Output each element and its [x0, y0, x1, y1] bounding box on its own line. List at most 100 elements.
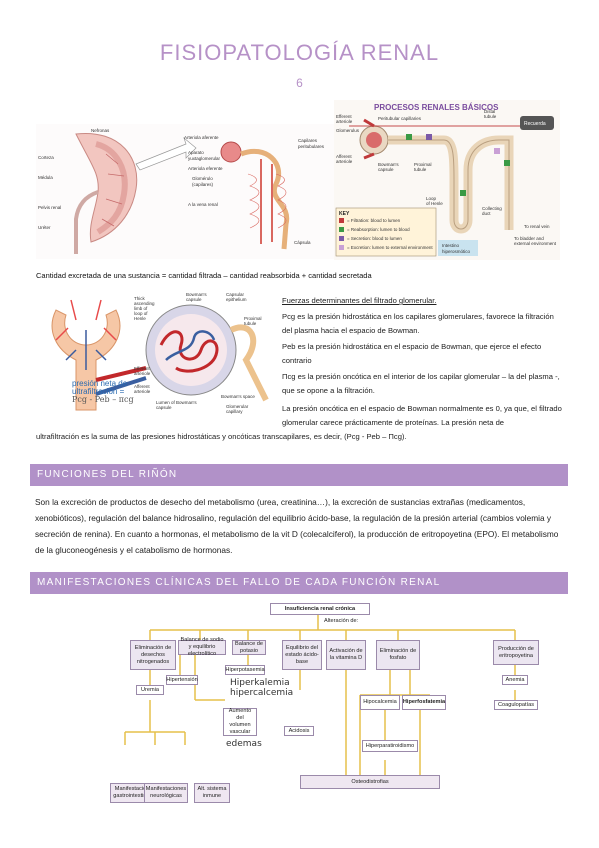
determinants-p1: Pcg es la presión hidrostática en los ca…: [282, 312, 554, 335]
label-proximal: Proximal: [414, 162, 432, 167]
svg-text:(capilares): (capilares): [192, 182, 214, 187]
svg-text:capsule: capsule: [186, 297, 202, 302]
svg-text:arteriole: arteriole: [336, 119, 353, 124]
kidney-illustration: Nefronas Corteza Médula Pelvis renal Uré…: [36, 124, 334, 259]
svg-text:capsule: capsule: [378, 167, 394, 172]
net-ultrafiltration-caption: presión neta de ultrafiltración = Pcg - …: [72, 380, 134, 404]
key-reabsorption: = Reabsorption: lumen to blood: [347, 227, 410, 232]
flow-manifestaciones-neuro: Manifestaciones neurológicas: [144, 783, 188, 803]
label-glomerulo: Glomérulo: [192, 176, 213, 181]
determinants-heading: Fuerzas determinantes del filtrado glome…: [282, 296, 437, 305]
caption-line-2: ultrafiltración =: [72, 387, 125, 396]
label-recuerda: Recuerda: [524, 121, 546, 127]
caption-line-1: presión neta de: [72, 379, 128, 388]
label-pelvis: Pelvis renal: [38, 205, 61, 210]
label-lumen: Lumen of Bowman's: [156, 400, 197, 405]
flow-node-vitamina-d: Activación de la vitamina D: [326, 640, 366, 670]
svg-text:Henle: Henle: [134, 316, 146, 321]
flow-node-eritropoyetina: Producción de eritropoyetina: [493, 640, 539, 665]
svg-text:tubule: tubule: [484, 114, 497, 119]
svg-text:limb of: limb of: [134, 306, 148, 311]
label-bladder: To bladder and: [514, 236, 544, 241]
flow-node-potasio: Balance de potasio: [232, 640, 266, 655]
svg-text:duct: duct: [482, 211, 491, 216]
label-medula: Médula: [38, 175, 53, 180]
handwritten-hiperkalemia: Hiperkalemia: [230, 678, 290, 688]
flowchart: Insuficiencia renal crónica Alteración d…: [110, 600, 570, 810]
kidney-nephron-figure: Nefronas Corteza Médula Pelvis renal Uré…: [36, 124, 334, 259]
key-excretion: = Excretion: lumen to external environme…: [347, 245, 433, 250]
svg-text:peritubulares: peritubulares: [298, 144, 325, 149]
flow-acidosis: Acidosis: [284, 726, 314, 736]
svg-text:arteriole: arteriole: [134, 389, 151, 394]
label-proximal-tubule: Proximal: [244, 316, 262, 321]
handwritten-edemas: edemas: [226, 739, 262, 749]
glomerulus-illustration: Thick ascending limb of loop of Henle Bo…: [36, 290, 276, 420]
svg-text:arteriole: arteriole: [134, 371, 151, 376]
svg-text:loop of: loop of: [134, 311, 148, 316]
label-ureter: Uréter: [38, 225, 51, 230]
page-number: 6: [296, 76, 303, 90]
label-afferent-arteriole: Afferent: [134, 384, 150, 389]
label-bowmans-capsule: Bowman's: [186, 292, 207, 297]
label-capilares: Capilares: [298, 138, 318, 143]
label-nefronas: Nefronas: [91, 128, 110, 133]
label-thick-ascending: Thick: [134, 296, 146, 301]
svg-text:capillary: capillary: [226, 409, 243, 414]
label-peritubular: Peritubular capillaries: [378, 116, 422, 121]
label-efferent: Efferent: [336, 114, 352, 119]
svg-text:tubule: tubule: [414, 167, 427, 172]
page-title: FISIOPATOLOGÍA RENAL: [159, 40, 440, 65]
label-distal: Distal: [484, 109, 495, 114]
label-collecting: Collecting: [482, 206, 502, 211]
label-glomerular-capillary: Glomerular: [226, 404, 249, 409]
key-filtration: = Filtration: blood to lumen: [347, 218, 401, 223]
flow-osteodistrofias: Osteodistrofias: [300, 775, 440, 789]
label-loop: Loop: [426, 196, 437, 201]
label-bowman: Bowman's: [378, 162, 399, 167]
label-vena-renal: A la vena renal: [188, 202, 218, 207]
label-aparato: Aparato: [188, 150, 204, 155]
caption-line-3: Pcg - Peb – πcg: [72, 395, 134, 404]
section-title-funciones: FUNCIONES DEL RIÑÓN: [37, 469, 178, 480]
flow-node-sodio: Balance de sodio y equilibrio electrolít…: [178, 637, 226, 657]
svg-text:capsule: capsule: [156, 405, 172, 410]
handwritten-hipercalcemia: hipercalcemia: [230, 688, 294, 698]
label-capsula: Cápsula: [294, 240, 311, 245]
processes-figure: PROCESOS RENALES BÁSICOS Recuerda Peritu…: [334, 100, 560, 260]
flow-root: Insuficiencia renal crónica: [270, 603, 370, 615]
flow-anemia: Anemia: [502, 675, 528, 685]
label-capsular-epithelium: Capsular: [226, 292, 245, 297]
section-header-manifestaciones: MANIFESTACIONES CLÍNICAS DEL FALLO DE CA…: [30, 572, 568, 594]
section-header-funciones: FUNCIONES DEL RIÑÓN: [30, 464, 568, 486]
section-title-manifestaciones: MANIFESTACIONES CLÍNICAS DEL FALLO DE CA…: [37, 577, 441, 588]
processes-illustration: PROCESOS RENALES BÁSICOS Recuerda Peritu…: [334, 100, 560, 260]
flow-hiperpotasemia: Hiperpotasemia: [225, 665, 265, 675]
flow-node-acido-base: Equilibrio del estado ácido-base: [282, 640, 322, 670]
label-bowmans-space: Bowman's space: [221, 394, 255, 399]
svg-text:hiperosmótico: hiperosmótico: [442, 249, 471, 254]
determinants-p4a: La presión oncótica en el espacio de Bow…: [282, 404, 562, 427]
svg-text:epithelium: epithelium: [226, 297, 247, 302]
flow-hiperfosfatemia: Hiperfosfatemia: [402, 695, 446, 710]
processes-title: PROCESOS RENALES BÁSICOS: [374, 103, 499, 112]
svg-text:external environment: external environment: [514, 241, 557, 246]
label-efferent-arteriole: Efferent: [134, 366, 150, 371]
flow-hipocalcemia: Hipocalcemia: [360, 695, 400, 710]
flow-coagulopatias: Coagulopatías: [494, 700, 538, 710]
label-yuxta: yuxtaglomerular: [188, 156, 221, 161]
flow-uremia: Uremia: [136, 685, 164, 695]
key-title: KEY: [339, 211, 350, 217]
label-corteza: Corteza: [38, 155, 54, 160]
svg-text:arteriole: arteriole: [336, 159, 353, 164]
label-eferente: Arteriola eferente: [188, 166, 223, 171]
label-renal-vein: To renal vein: [524, 224, 550, 229]
label-glomerulus: Glomerulus: [336, 128, 360, 133]
svg-text:tubule: tubule: [244, 321, 257, 326]
svg-text:Intestino: Intestino: [442, 243, 460, 248]
flow-hipertension: Hipertensión: [166, 675, 198, 685]
label-arteriola-aferente: Arteriola aferente: [184, 135, 219, 140]
label-afferent: Afferent: [336, 154, 352, 159]
glomerulus-figure: Thick ascending limb of loop of Henle Bo…: [36, 290, 276, 420]
flow-node-fosfato: Eliminación de fosfato: [376, 640, 420, 670]
